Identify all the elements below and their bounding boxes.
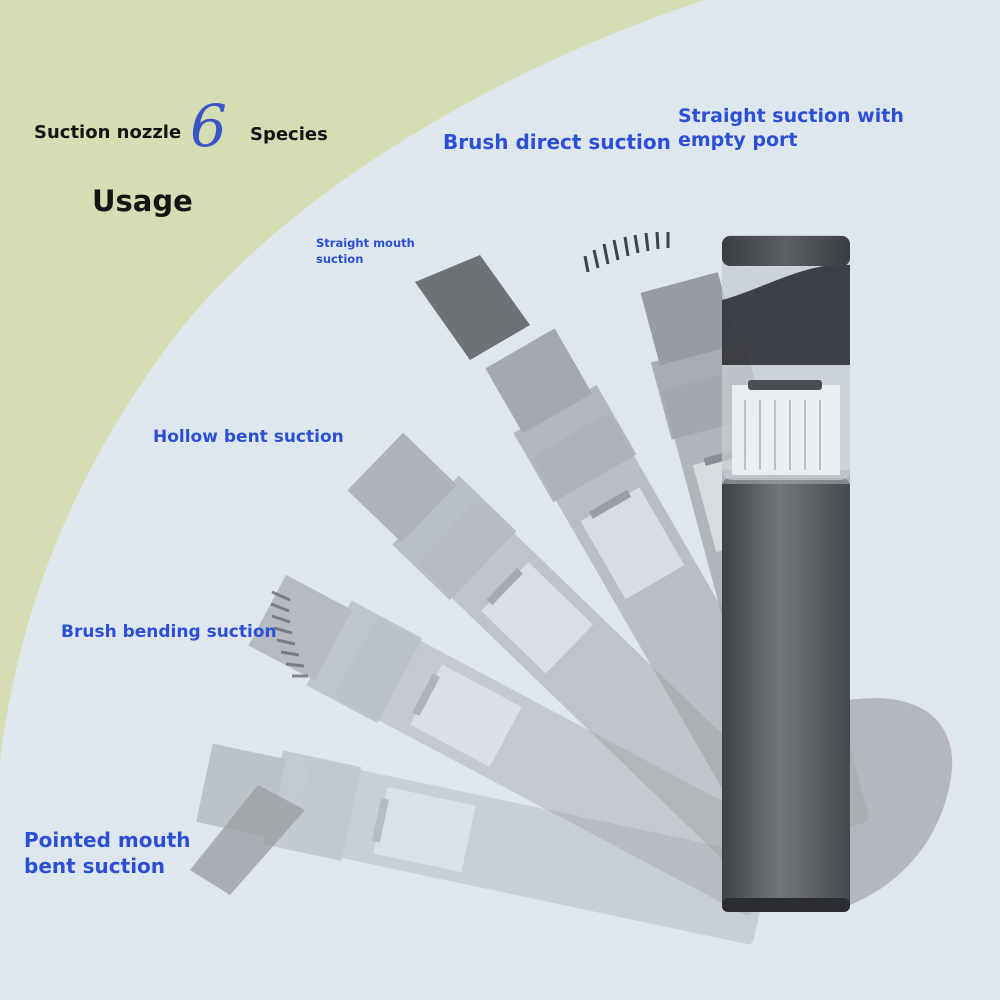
label-line: empty port [678,129,798,151]
straight-mouth-tip [415,255,530,360]
label-line: Straight mouth [316,236,415,250]
green-background-arc [0,0,705,760]
label-line: suction [316,252,364,266]
heading-usage: Usage [92,184,193,218]
label-straight-suction-empty-port: Straight suction with empty port [678,104,904,152]
pointed-mouth-tip [190,785,305,895]
heading-species: Species [250,124,328,145]
label-hollow-bent-suction: Hollow bent suction [153,427,344,447]
label-line: Pointed mouth [24,828,191,852]
label-brush-bending-suction: Brush bending suction [61,622,277,642]
direct-brush-bristles [583,231,670,273]
heading-nozzle-count: 6 [190,92,227,160]
vacuum-cleaner-icon [722,235,953,912]
label-straight-mouth-suction: Straight mouth suction [316,235,415,267]
label-brush-direct-suction: Brush direct suction [443,130,671,154]
bent-brush-bristles [270,590,308,678]
heading-suction-nozzle: Suction nozzle [34,122,182,143]
label-line: Straight suction with [678,105,904,127]
label-pointed-mouth-bent-suction: Pointed mouth bent suction [24,827,191,879]
label-line: bent suction [24,854,166,878]
